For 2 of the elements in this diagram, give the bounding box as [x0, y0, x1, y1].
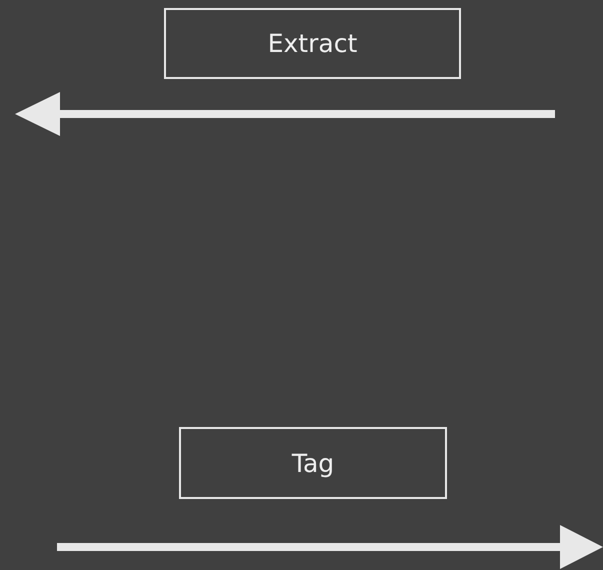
process-box: Extract [164, 8, 461, 79]
process-box: Tag [179, 427, 447, 499]
